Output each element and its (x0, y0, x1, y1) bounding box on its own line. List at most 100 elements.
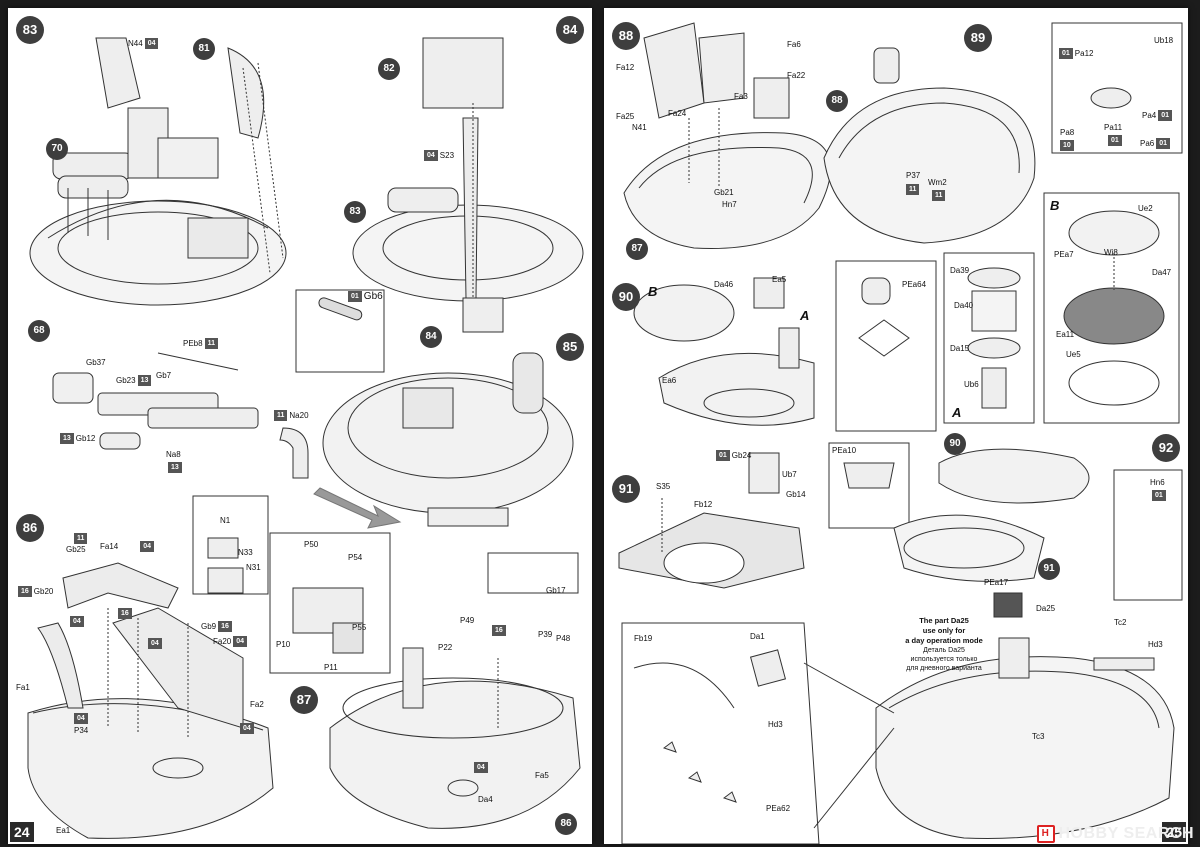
step-87-number: 87 (290, 686, 318, 714)
part-label-da47: Da47 (1152, 268, 1172, 277)
part-label-p22: P22 (438, 643, 453, 652)
part-label-ub7: Ub7 (782, 470, 797, 479)
part-label-s35: S35 (656, 482, 671, 491)
part-label-p49: P49 (460, 616, 475, 625)
part-label-da46: Da46 (714, 280, 734, 289)
part-label-fa5: Fa5 (535, 771, 549, 780)
subassembly-ref-87: 87 (626, 238, 648, 260)
part-label-p34: P34 (74, 726, 89, 735)
part-label-gb7: Gb7 (156, 371, 172, 380)
step-84-number: 84 (556, 16, 584, 44)
part-label-hd3-detail: Hd3 (768, 720, 783, 729)
page-number-right: 25 (1162, 822, 1186, 842)
step-88-number: 88 (612, 22, 640, 50)
part-label-b11b: 11 (932, 190, 946, 201)
subassembly-ref-90: 90 (944, 433, 966, 455)
part-label-pa11: Pa11 (1104, 123, 1123, 132)
part-label-gb37: Gb37 (86, 358, 106, 367)
section-letter-a-callout: A (952, 405, 962, 420)
part-label-da39: Da39 (950, 266, 970, 275)
step-92-number: 92 (1152, 434, 1180, 462)
part-label-da40: Da40 (954, 301, 974, 310)
part-label-p48: P48 (556, 634, 571, 643)
section-letter-a-step90: A (800, 308, 810, 323)
part-label-fb12: Fb12 (694, 500, 713, 509)
right-instruction-page: 88 89 90 91 92 87 88 90 91 Fa12 Fa6 Fa22… (604, 8, 1188, 844)
part-label-tc2: Tc2 (1114, 618, 1127, 627)
part-label-fa22: Fa22 (787, 71, 806, 80)
subassembly-ref-91: 91 (1038, 558, 1060, 580)
part-label-p10: P10 (276, 640, 291, 649)
subassembly-ref-84: 84 (420, 326, 442, 348)
part-label-wm2: Wm2 (928, 178, 947, 187)
section-letter-b-step90: B (648, 284, 658, 299)
part-label-b10: 10 (1060, 140, 1074, 151)
part-label-b01f: 01 (1152, 490, 1166, 501)
part-label-ub6: Ub6 (964, 380, 979, 389)
part-label-16d: 16 (492, 625, 506, 636)
part-label-n31: N31 (246, 563, 261, 572)
part-label-ue5: Ue5 (1066, 350, 1081, 359)
step-83-number: 83 (16, 16, 44, 44)
part-label-04g: 04 (240, 723, 254, 734)
part-label-fa25: Fa25 (616, 112, 635, 121)
part-label-p55: P55 (352, 623, 367, 632)
step-86-number: 86 (16, 514, 44, 542)
part-label-fa6: Fa6 (787, 40, 801, 49)
part-label-hd3: Hd3 (1148, 640, 1163, 649)
part-label-b11a: 11 (906, 184, 920, 195)
section-letter-b-callout: B (1050, 198, 1060, 213)
hobby-search-watermark: H HOBBY SEARCH (1036, 825, 1195, 843)
part-label-ea5: Ea5 (772, 275, 787, 284)
part-label-p50: P50 (304, 540, 319, 549)
part-label-fa1: Fa1 (16, 683, 30, 692)
part-label-n41: N41 (632, 123, 647, 132)
part-label-gb25-badge: 11 (74, 533, 88, 544)
part-label-gb17: Gb17 (546, 586, 566, 595)
part-label-pea7: PEa7 (1054, 250, 1074, 259)
left-page-line-art (27, 37, 584, 839)
part-label-16b: 16 (118, 608, 132, 619)
part-label-n1: N1 (220, 516, 231, 525)
subassembly-ref-68: 68 (28, 320, 50, 342)
hobby-search-logo-icon: H (1036, 825, 1055, 843)
part-label-p54: P54 (348, 553, 363, 562)
part-label-da1: Da1 (750, 632, 765, 641)
step-85-number: 85 (556, 333, 584, 361)
subassembly-ref-83: 83 (344, 201, 366, 223)
part-label-fa2: Fa2 (250, 700, 264, 709)
part-label-pa8: Pa8 (1060, 128, 1075, 137)
subassembly-ref-82: 82 (378, 58, 400, 80)
part-label-p11: P11 (324, 663, 338, 672)
part-label-ea6: Ea6 (662, 376, 677, 385)
part-label-04i: 04 (474, 762, 488, 773)
part-label-ub18: Ub18 (1154, 36, 1174, 45)
part-label-gb25: Gb25 (66, 545, 86, 554)
step-89-number: 89 (964, 24, 992, 52)
subassembly-ref-81: 81 (193, 38, 215, 60)
part-label-fa3: Fa3 (734, 92, 748, 101)
subassembly-ref-86: 86 (555, 813, 577, 835)
part-label-p39: P39 (538, 630, 553, 639)
part-label-ue2: Ue2 (1138, 204, 1153, 213)
part-label-ea11: Ea11 (1056, 330, 1075, 339)
step-90-number: 90 (612, 283, 640, 311)
part-label-wi8: Wi8 (1104, 248, 1118, 257)
subassembly-ref-70: 70 (46, 138, 68, 160)
page-number-left: 24 (10, 822, 34, 842)
subassembly-ref-88: 88 (826, 90, 848, 112)
part-label-hn7: Hn7 (722, 200, 737, 209)
part-label-da25: Da25 (1036, 604, 1056, 613)
